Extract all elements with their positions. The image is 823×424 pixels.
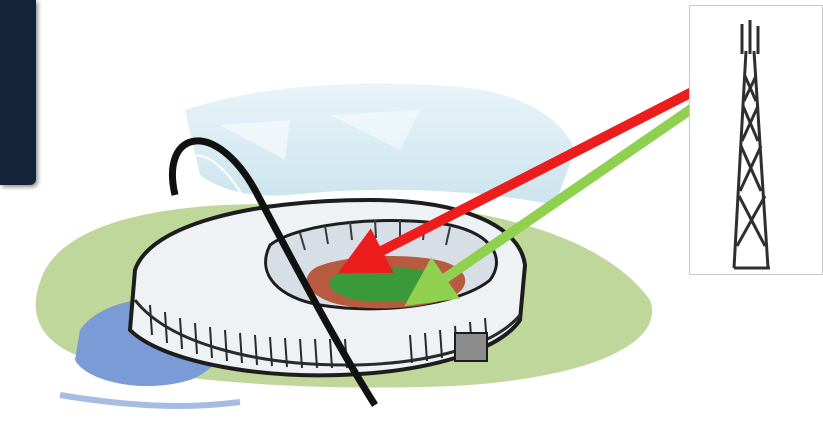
cell-tower-icon (690, 6, 822, 274)
cell-tower-panel (689, 5, 823, 275)
stadium-gate (455, 333, 487, 361)
football-pitch (329, 267, 443, 302)
